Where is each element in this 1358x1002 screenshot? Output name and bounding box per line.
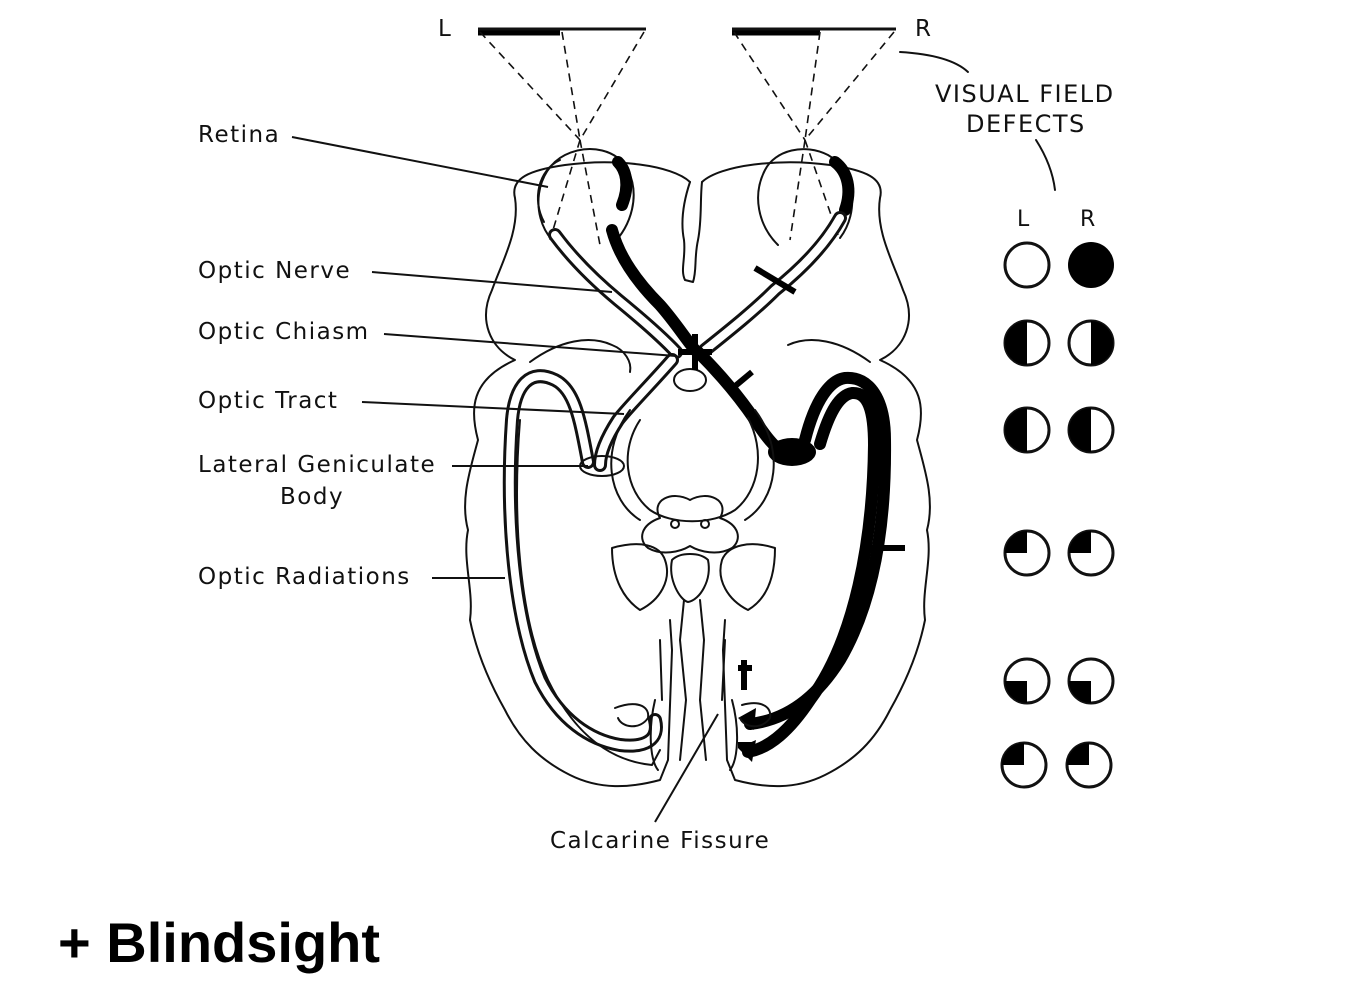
- vfd-r5-left: [1003, 657, 1051, 705]
- vfd-r4-right: [1067, 529, 1115, 577]
- left-field-label: L: [438, 16, 452, 42]
- vfd-heading-line2: DEFECTS: [966, 110, 1086, 138]
- left-eye-cone: [479, 31, 645, 246]
- vfd-r6-left: [1000, 741, 1048, 789]
- visual-field-defects: VISUAL FIELD DEFECTS L R: [935, 80, 1115, 789]
- label-optic-chiasm: Optic Chiasm: [198, 319, 370, 345]
- label-calcarine-fissure: Calcarine Fissure: [550, 828, 770, 854]
- optic-chiasm: [673, 368, 707, 392]
- left-retina-black: [612, 156, 633, 211]
- vfd-r3-left: [1003, 406, 1051, 454]
- brainstem: [610, 368, 776, 771]
- structure-labels: Retina Optic Nerve Optic Chiasm Optic Tr…: [198, 122, 770, 854]
- vfd-col-left: L: [1017, 207, 1030, 232]
- label-optic-nerve: Optic Nerve: [198, 258, 351, 284]
- right-retina-black: [829, 156, 855, 216]
- vfd-heading-line1: VISUAL FIELD: [935, 80, 1115, 108]
- right-pathway: [606, 211, 892, 762]
- vfd-r2-left: [1003, 319, 1051, 367]
- lesion-marks: [678, 265, 905, 748]
- vfd-r5-right: [1067, 657, 1115, 705]
- vfd-r4-left: [1003, 529, 1051, 577]
- vfd-leader-top: [899, 51, 969, 73]
- label-lgb-line2: Body: [280, 484, 344, 510]
- vfd-r1-left: [1003, 241, 1051, 289]
- vfd-r3-right: [1067, 406, 1115, 454]
- caption-blindsight: + Blindsight: [58, 911, 380, 974]
- left-pathway: [502, 228, 683, 766]
- vfd-leader: [1035, 139, 1056, 191]
- visual-fields: L R: [438, 16, 969, 246]
- label-retina: Retina: [198, 122, 280, 148]
- vfd-col-right: R: [1080, 207, 1095, 232]
- right-eye-cone: [733, 31, 895, 241]
- label-lgb-line1: Lateral Geniculate: [198, 452, 436, 478]
- label-optic-tract: Optic Tract: [198, 388, 338, 414]
- label-optic-radiations: Optic Radiations: [198, 564, 411, 590]
- right-field-label: R: [915, 16, 932, 42]
- vfd-r2-right: [1067, 319, 1115, 367]
- vfd-r1-right: [1068, 242, 1114, 288]
- left-retina: [536, 159, 561, 223]
- vfd-r6-right: [1065, 741, 1113, 789]
- brain-outline: [464, 161, 931, 788]
- eyes: [536, 148, 855, 246]
